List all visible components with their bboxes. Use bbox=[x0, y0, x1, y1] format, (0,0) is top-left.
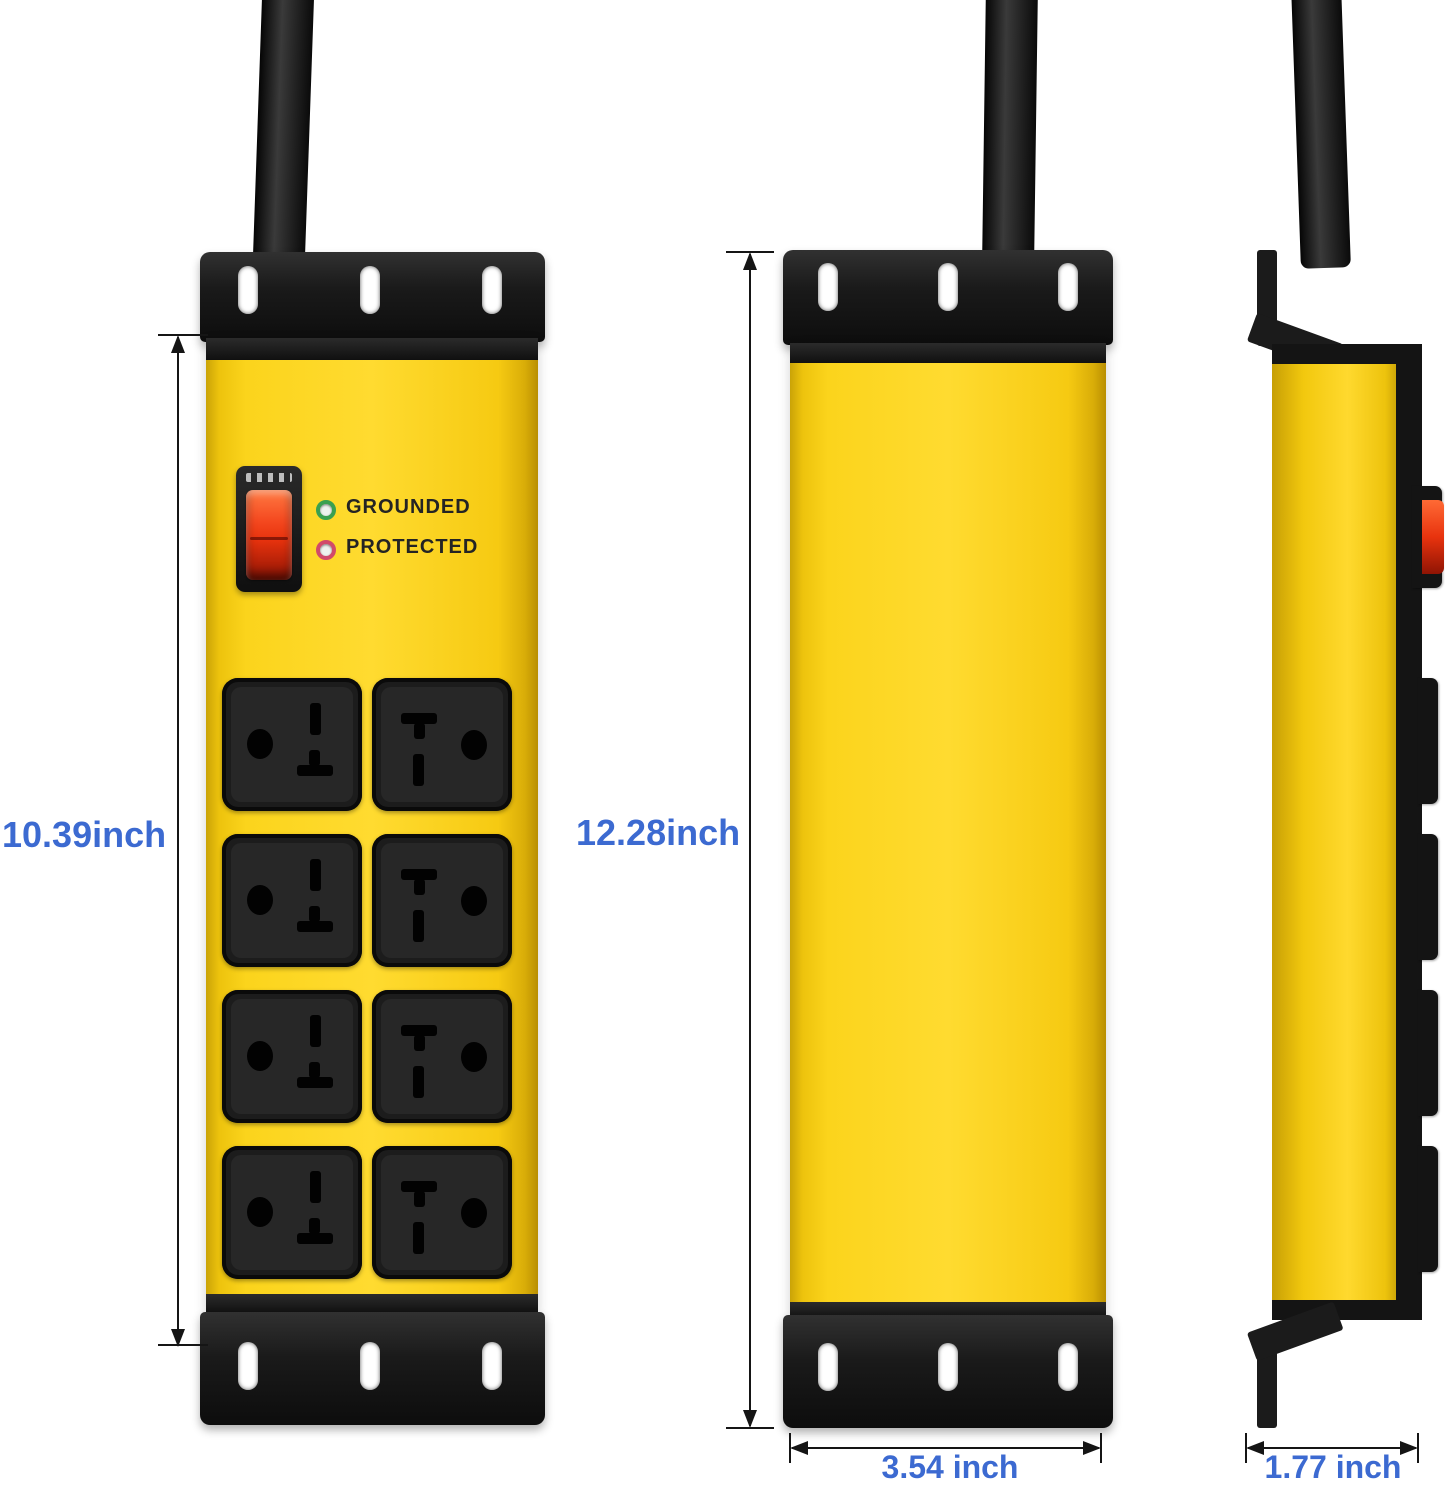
grounded-led-icon bbox=[316, 500, 336, 520]
overall-height-label: 12.28inch bbox=[576, 812, 741, 853]
outlet bbox=[372, 1146, 512, 1279]
outlet-profile bbox=[1418, 834, 1438, 960]
mounting-slot bbox=[818, 1343, 838, 1391]
outlet-face bbox=[231, 843, 353, 958]
outlet bbox=[372, 834, 512, 967]
outlet bbox=[222, 678, 362, 811]
power-strip-body-front: GROUNDED PROTECTED bbox=[206, 338, 538, 1314]
protected-label: PROTECTED bbox=[346, 536, 479, 558]
extension-line bbox=[1417, 1433, 1419, 1463]
arrow-down-icon bbox=[743, 1410, 757, 1428]
extension-line bbox=[1100, 1433, 1102, 1463]
body-end-cap-top bbox=[1272, 344, 1422, 364]
neutral-t-slot bbox=[297, 1218, 333, 1244]
ground-hole bbox=[247, 1041, 273, 1071]
protected-led-icon bbox=[316, 540, 336, 560]
extension-line bbox=[726, 1427, 774, 1429]
outlet-face bbox=[231, 999, 353, 1114]
mounting-slot bbox=[1058, 263, 1078, 311]
power-strip-body-side bbox=[1272, 344, 1398, 1320]
outlet bbox=[222, 990, 362, 1123]
mounting-bracket-top-front bbox=[200, 252, 545, 342]
outlet-profile bbox=[1418, 990, 1438, 1116]
body-height-label: 10.39inch bbox=[2, 814, 167, 855]
outlet bbox=[222, 834, 362, 967]
depth-label: 1.77 inch bbox=[1264, 1449, 1402, 1485]
mounting-bracket-top-back bbox=[783, 250, 1113, 345]
arrow-left-icon bbox=[790, 1441, 808, 1455]
ground-hole bbox=[247, 1197, 273, 1227]
mounting-slot bbox=[360, 1342, 380, 1390]
grounded-label: GROUNDED bbox=[346, 496, 471, 518]
body-end-cap-top bbox=[206, 338, 538, 360]
outlet-grid bbox=[222, 678, 512, 1279]
switch-markings bbox=[246, 473, 292, 482]
width-label: 3.54 inch bbox=[881, 1449, 1019, 1485]
neutral-t-slot bbox=[297, 750, 333, 776]
arrow-up-icon bbox=[743, 252, 757, 270]
outlet bbox=[222, 1146, 362, 1279]
body-end-cap-bottom bbox=[206, 1294, 538, 1314]
ground-hole bbox=[247, 885, 273, 915]
neutral-t-slot bbox=[297, 906, 333, 932]
ground-hole bbox=[247, 729, 273, 759]
dimension-arrow-body-height bbox=[171, 335, 185, 1347]
hot-slot bbox=[310, 1015, 321, 1047]
mounting-slot bbox=[482, 266, 502, 314]
mounting-slot bbox=[1058, 1343, 1078, 1391]
outlet-face bbox=[231, 687, 353, 802]
outlet-profile bbox=[1418, 678, 1438, 804]
mounting-slot bbox=[238, 1342, 258, 1390]
neutral-t-slot bbox=[297, 1062, 333, 1088]
outlet-profile bbox=[1418, 1146, 1438, 1272]
power-switch bbox=[236, 466, 302, 592]
outlet bbox=[372, 678, 512, 811]
mounting-slot bbox=[238, 266, 258, 314]
dimension-arrow-width bbox=[790, 1441, 1101, 1455]
outlet bbox=[372, 990, 512, 1123]
mounting-bracket-bottom-back bbox=[783, 1315, 1113, 1428]
dimension-arrow-depth bbox=[1246, 1441, 1418, 1455]
body-end-cap-top bbox=[790, 343, 1106, 363]
mounting-bracket-bottom-front bbox=[200, 1312, 545, 1425]
switch-rocker-profile bbox=[1422, 500, 1444, 574]
mounting-slot bbox=[482, 1342, 502, 1390]
arrow-left-icon bbox=[1246, 1441, 1264, 1455]
arrow-up-icon bbox=[171, 335, 185, 353]
hot-slot bbox=[310, 703, 321, 735]
arrow-right-icon bbox=[1400, 1441, 1418, 1455]
arrow-right-icon bbox=[1083, 1441, 1101, 1455]
switch-rocker bbox=[246, 490, 292, 580]
mounting-slot bbox=[938, 263, 958, 311]
hot-slot bbox=[310, 859, 321, 891]
dimension-arrow-overall-height bbox=[743, 252, 757, 1428]
power-strip-body-back bbox=[790, 343, 1106, 1320]
outlet-face bbox=[231, 1155, 353, 1270]
mounting-slot bbox=[360, 266, 380, 314]
hot-slot bbox=[310, 1171, 321, 1203]
mounting-slot bbox=[938, 1343, 958, 1391]
mounting-slot bbox=[818, 263, 838, 311]
arrow-down-icon bbox=[171, 1329, 185, 1347]
